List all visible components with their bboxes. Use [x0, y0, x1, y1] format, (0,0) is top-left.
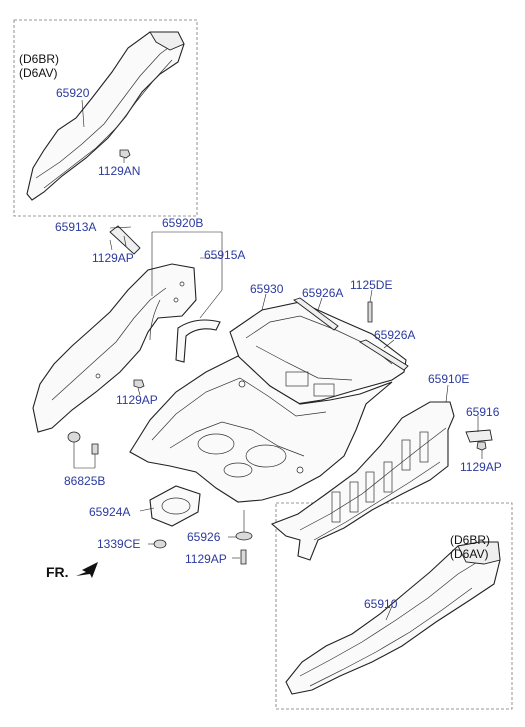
part-label-65926[interactable]: 65926 — [187, 530, 221, 544]
part-label-86825B[interactable]: 86825B — [64, 474, 106, 488]
part-label-65920[interactable]: 65920 — [56, 86, 90, 100]
bolt-1129AP-left-shape[interactable] — [133, 379, 145, 389]
part-65916-shape[interactable] — [465, 429, 493, 451]
part-label-65926A-b[interactable]: 65926A — [374, 328, 416, 342]
bolt-1129AP-bottom-shape[interactable] — [240, 549, 247, 565]
part-65910E-shape[interactable] — [270, 401, 455, 561]
part-label-1129AP-d[interactable]: 1129AP — [185, 552, 227, 566]
part-65920-shape[interactable] — [26, 31, 185, 201]
part-65915A-shape[interactable] — [175, 319, 221, 363]
part-label-65920B[interactable]: 65920B — [162, 216, 204, 230]
part-86825B-shape[interactable] — [67, 431, 99, 469]
part-label-65930[interactable]: 65930 — [250, 282, 284, 296]
part-65926A-lower-shape[interactable] — [358, 339, 409, 371]
part-label-65915A[interactable]: 65915A — [204, 248, 246, 262]
part-label-1125DE[interactable]: 1125DE — [350, 278, 393, 292]
part-label-1129AP-a[interactable]: 1129AP — [92, 251, 134, 265]
part-65910-shape[interactable] — [285, 541, 501, 695]
part-label-65913A[interactable]: 65913A — [55, 220, 97, 234]
main-floor-panel — [129, 355, 393, 503]
part-label-1129AP-c[interactable]: 1129AP — [460, 460, 502, 474]
bolt-1129AN-shape[interactable] — [119, 149, 131, 163]
part-label-65924A[interactable]: 65924A — [89, 505, 131, 519]
part-label-65926A-a[interactable]: 65926A — [302, 286, 344, 300]
variant-label-bottom: (D6BR)(D6AV) — [450, 533, 491, 561]
variant-box-top — [13, 19, 198, 217]
part-1339CE-shape[interactable] — [153, 539, 167, 549]
part-label-1129AN[interactable]: 1129AN — [98, 164, 141, 178]
front-arrow-icon — [76, 562, 98, 578]
bolt-1125DE-shape[interactable] — [367, 301, 373, 323]
part-65926A-upper-shape[interactable] — [293, 297, 339, 331]
part-label-65910[interactable]: 65910 — [364, 597, 398, 611]
part-label-65916[interactable]: 65916 — [466, 405, 500, 419]
part-label-1129AP-b[interactable]: 1129AP — [116, 393, 158, 407]
part-65913A-shape[interactable] — [109, 225, 141, 255]
front-direction-label: FR. — [46, 564, 69, 580]
part-label-65910E[interactable]: 65910E — [428, 372, 470, 386]
variant-box-bottom — [275, 502, 513, 710]
part-label-1339CE[interactable]: 1339CE — [97, 537, 141, 551]
part-65924A-shape[interactable] — [149, 485, 201, 527]
part-65920B-shape[interactable] — [32, 263, 197, 433]
part-65926-shape[interactable] — [235, 510, 253, 541]
variant-label-top: (D6BR)(D6AV) — [19, 52, 60, 80]
